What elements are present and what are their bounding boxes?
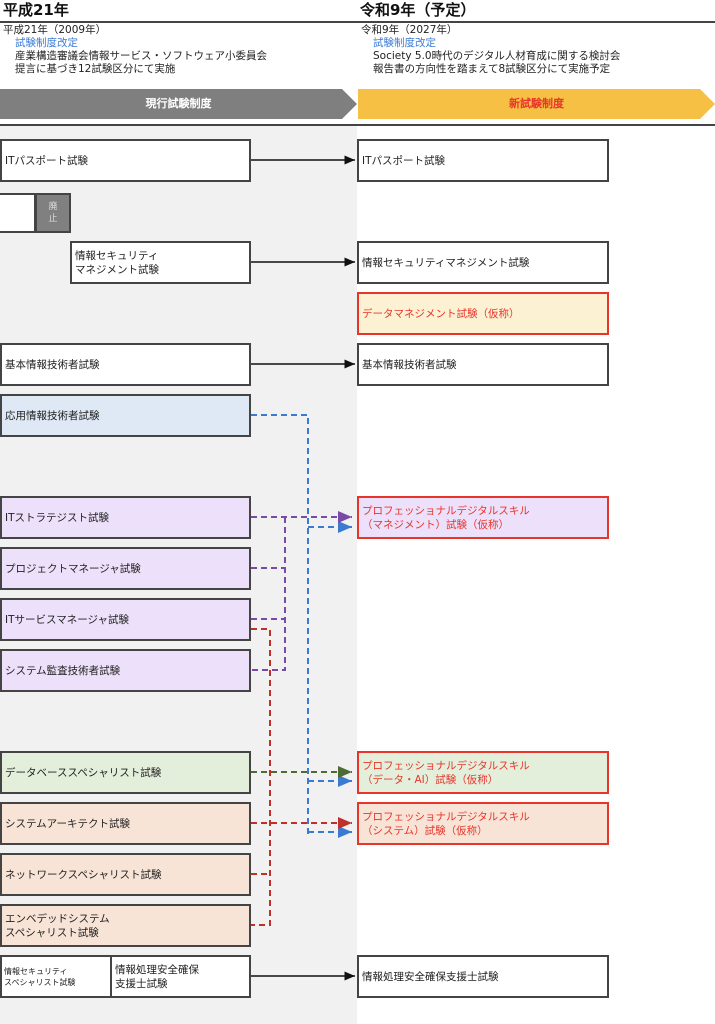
current-system-banner: 現行試験制度	[0, 89, 357, 119]
current-riss-label: 情報処理安全確保 支援士試験	[115, 963, 199, 990]
current-audit-box: システム監査技術者試験	[0, 649, 251, 692]
new-system-banner: 新試験制度	[358, 89, 715, 119]
current-service-manager-box: ITサービスマネージャ試験	[0, 598, 251, 641]
current-applied-box: 応用情報技術者試験	[0, 394, 251, 437]
current-era-title: 平成21年	[3, 1, 69, 19]
current-sec-specialist-label: 情報セキュリティ スペシャリスト試験	[2, 957, 112, 996]
current-note-highlight: 試験制度改定	[15, 37, 78, 49]
new-data-management-box: データマネジメント試験（仮称）	[357, 292, 609, 335]
new-it-passport-box: ITパスポート試験	[357, 139, 609, 182]
current-sec-management-box: 情報セキュリティ マネジメント試験	[70, 241, 251, 284]
current-database-box: データベーススペシャリスト試験	[0, 751, 251, 794]
abolished-label: 廃 止	[35, 193, 71, 233]
new-pds-system-box: プロフェッショナルデジタルスキル （システム）試験（仮称）	[357, 802, 609, 845]
new-note-highlight: 試験制度改定	[373, 37, 436, 49]
current-note-line2: 提言に基づき12試験区分にて実施	[15, 63, 176, 75]
new-pds-data-ai-box: プロフェッショナルデジタルスキル （データ・AI）試験（仮称）	[357, 751, 609, 794]
new-system-note: 令和9年（2027年） 試験制度改定 Society 5.0時代のデジタル人材育…	[361, 24, 620, 76]
new-fundamental-box: 基本情報技術者試験	[357, 343, 609, 386]
current-fundamental-box: 基本情報技術者試験	[0, 343, 251, 386]
current-embedded-box: エンベデッドシステム スペシャリスト試験	[0, 904, 251, 947]
new-sec-management-box: 情報セキュリティマネジメント試験	[357, 241, 609, 284]
new-note-line2: 報告書の方向性を踏まえて8試験区分にて実施予定	[373, 63, 611, 75]
current-project-manager-box: プロジェクトマネージャ試験	[0, 547, 251, 590]
current-network-box: ネットワークスペシャリスト試験	[0, 853, 251, 896]
banner-rule	[0, 124, 715, 126]
current-system-note: 平成21年（2009年） 試験制度改定 産業構造審議会情報サービス・ソフトウェア…	[3, 24, 267, 76]
new-era-title: 令和9年（予定）	[360, 1, 476, 19]
current-it-passport-box: ITパスポート試験	[0, 139, 251, 182]
current-architect-box: システムアーキテクト試験	[0, 802, 251, 845]
new-pds-management-box: プロフェッショナルデジタルスキル （マネジメント）試験（仮称）	[357, 496, 609, 539]
current-note-date: 平成21年（2009年）	[3, 24, 107, 36]
header-rule	[0, 21, 715, 23]
current-strategist-box: ITストラテジスト試験	[0, 496, 251, 539]
abolished-exam-box	[0, 193, 36, 233]
current-note-line1: 産業構造審議会情報サービス・ソフトウェア小委員会	[15, 50, 267, 62]
new-note-date: 令和9年（2027年）	[361, 24, 458, 36]
new-note-line1: Society 5.0時代のデジタル人材育成に関する検討会	[373, 50, 621, 62]
current-security-split-box: 情報セキュリティ スペシャリスト試験 情報処理安全確保 支援士試験	[0, 955, 251, 998]
new-riss-box: 情報処理安全確保支援士試験	[357, 955, 609, 998]
